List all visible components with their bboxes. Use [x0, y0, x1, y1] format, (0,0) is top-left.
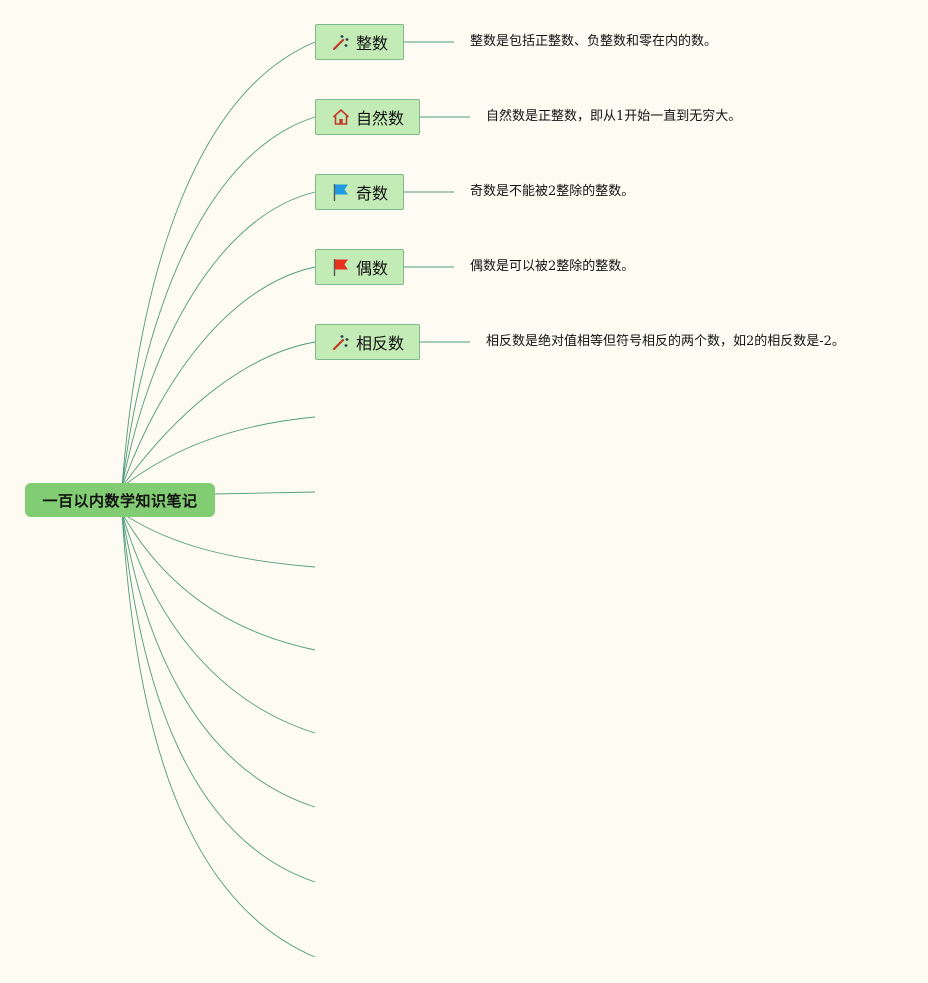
topic-label: 自然数: [355, 109, 404, 128]
empty-branch-line-7: [121, 512, 316, 883]
topic-even-number[interactable]: 偶数: [315, 249, 404, 285]
note-odd-number: 奇数是不能被2整除的整数。: [470, 184, 635, 199]
root-topic[interactable]: 一百以内数学知识笔记: [25, 483, 215, 517]
branch-line-5: [121, 341, 316, 488]
topic-opposite-number[interactable]: 相反数: [315, 324, 420, 360]
empty-branch-line-2: [214, 491, 316, 495]
empty-branch-line-8: [121, 512, 316, 958]
topic-label: 相反数: [355, 334, 404, 353]
empty-branch-line-5: [121, 512, 316, 734]
branch-line-3: [121, 191, 316, 488]
topic-label: 偶数: [355, 259, 388, 278]
topic-odd-number[interactable]: 奇数: [315, 174, 404, 210]
topic-natural-number[interactable]: 自然数: [315, 99, 420, 135]
blue-flag-icon: [331, 182, 351, 202]
empty-branch-line-1: [121, 416, 316, 488]
note-opposite-number: 相反数是绝对值相等但符号相反的两个数，如2的相反数是-2。: [486, 334, 845, 349]
branch-line-2: [121, 116, 316, 488]
note-even-number: 偶数是可以被2整除的整数。: [470, 259, 635, 274]
topic-label: 奇数: [355, 184, 388, 203]
branch-line-1: [121, 41, 316, 488]
magic-wand-icon: [331, 32, 351, 52]
note-natural-number: 自然数是正整数，即从1开始一直到无穷大。: [486, 109, 742, 124]
branch-line-4: [121, 266, 316, 488]
topic-integer[interactable]: 整数: [315, 24, 404, 60]
magic-wand-icon: [331, 332, 351, 352]
empty-branch-line-4: [121, 512, 316, 651]
home-icon: [331, 107, 351, 127]
topic-label: 整数: [355, 34, 388, 53]
empty-branch-line-3: [121, 512, 316, 568]
empty-branch-line-6: [121, 512, 316, 808]
red-flag-icon: [331, 257, 351, 277]
note-integer: 整数是包括正整数、负整数和零在内的数。: [470, 34, 718, 49]
root-topic-label: 一百以内数学知识笔记: [42, 491, 198, 510]
